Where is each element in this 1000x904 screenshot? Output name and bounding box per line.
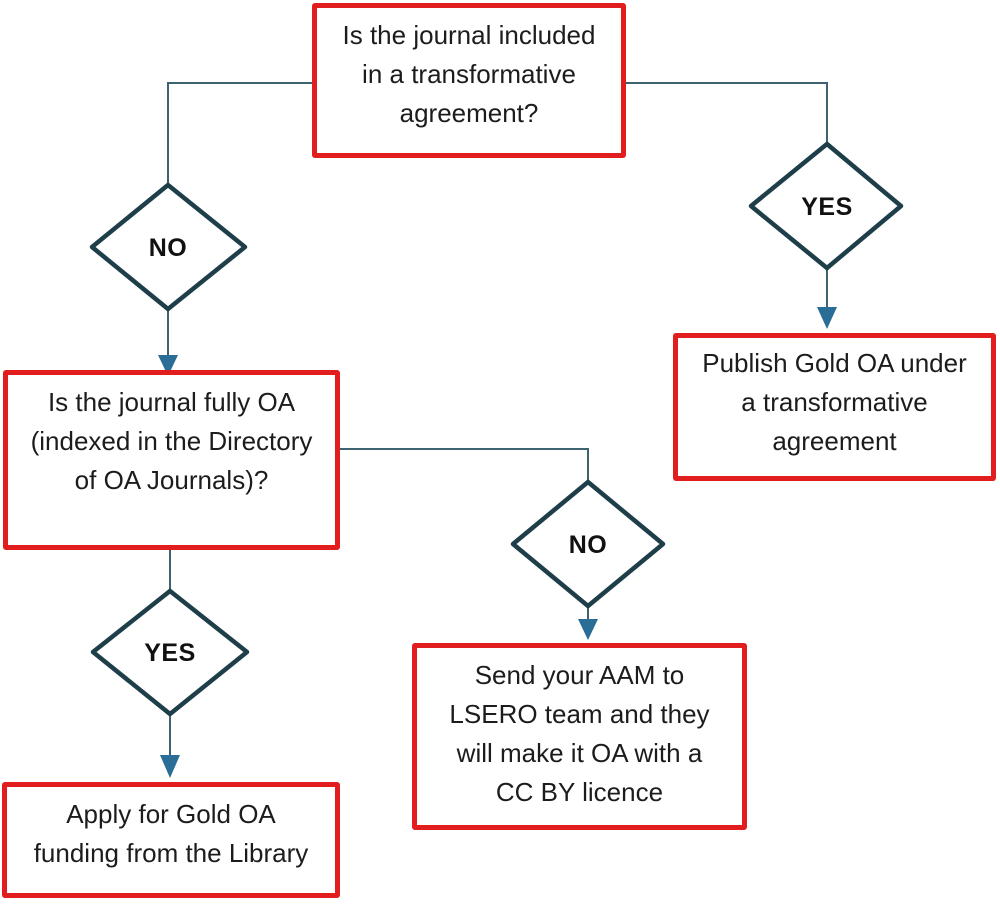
connector-q1-to-no1 — [167, 82, 312, 183]
outcome-box-apply-funding: Apply for Gold OA funding from the Libra… — [2, 782, 340, 898]
arrowhead-yes2-to-outcome-funding — [160, 755, 180, 778]
outcome-box-send-aam: Send your AAM to LSERO team and they wil… — [412, 643, 747, 830]
decision-diamond-yes-1 — [748, 141, 904, 271]
decision-diamond-yes-2 — [90, 588, 250, 717]
outcome-box-publish-gold-oa: Publish Gold OA under a transformative a… — [673, 333, 996, 481]
arrowhead-no1-to-q2 — [158, 355, 178, 376]
decision-label-no-1: NO — [148, 233, 188, 262]
question-box-fully-oa: Is the journal fully OA (indexed in the … — [3, 370, 340, 550]
question-box-transformative-agreement: Is the journal included in a transformat… — [312, 3, 626, 158]
arrowhead-no2-to-outcome-aam — [578, 619, 598, 640]
decision-label-yes-1: YES — [801, 192, 853, 221]
connector-q2-to-no2 — [340, 448, 589, 480]
arrowhead-yes1-to-outcome-ta — [817, 307, 837, 329]
decision-diamond-no-2 — [510, 479, 666, 609]
decision-label-no-2: NO — [568, 530, 608, 559]
decision-diamond-no-1 — [89, 182, 248, 312]
connector-q1-to-yes1 — [626, 82, 828, 142]
decision-label-yes-2: YES — [144, 638, 196, 667]
